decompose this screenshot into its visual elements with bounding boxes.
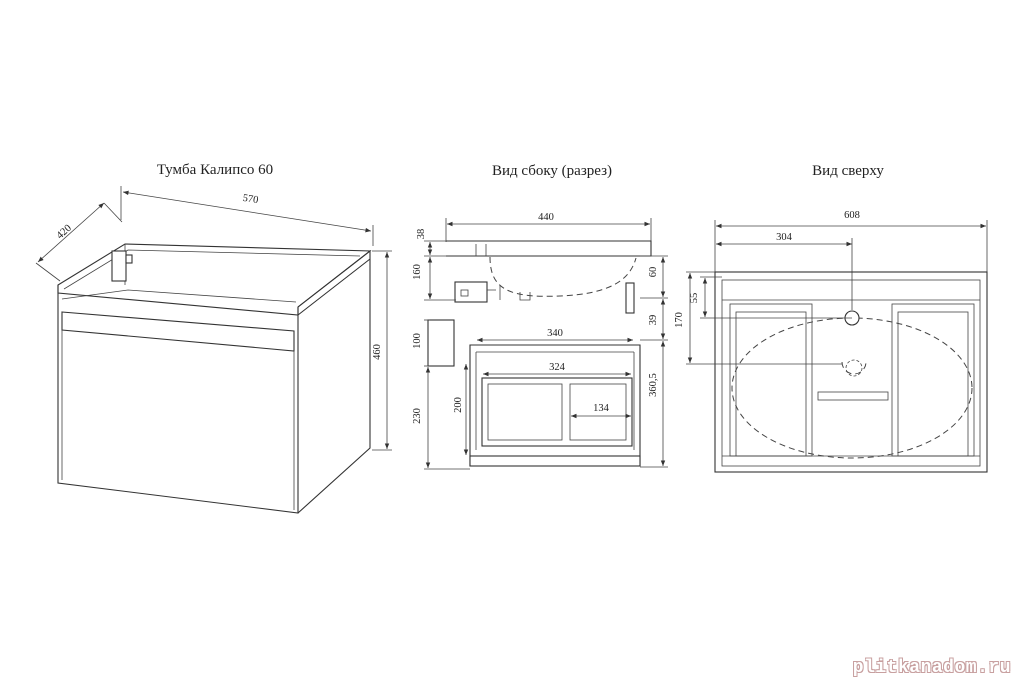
dim-side-230: 230 <box>412 408 423 424</box>
top-countertop <box>714 271 988 473</box>
dim-side-160: 160 <box>412 264 423 280</box>
iso-view: Тумба Калипсо 60 570 420 460 <box>35 162 392 514</box>
iso-side-panel <box>297 249 371 514</box>
dim-side-360-5: 360,5 <box>648 373 659 397</box>
top-view: Вид сверху 608 304 55 <box>674 163 988 473</box>
side-view-title: Вид сбоку (разрез) <box>492 163 612 179</box>
dim-iso-depth: 420 <box>55 223 74 242</box>
dim-top-170: 170 <box>674 312 685 328</box>
dim-top-55: 55 <box>689 293 700 304</box>
dim-side-100: 100 <box>412 333 423 349</box>
dim-side-134: 134 <box>593 403 610 414</box>
dim-side-324: 324 <box>549 362 566 373</box>
side-wall-block <box>427 319 455 367</box>
top-right-frame <box>891 303 975 457</box>
side-countertop <box>446 240 652 257</box>
side-view: Вид сбоку (разрез) 440 340 324 134 <box>412 163 668 470</box>
top-basin-outline <box>731 317 973 459</box>
top-left-frame <box>729 303 813 457</box>
dim-side-340: 340 <box>547 328 563 339</box>
watermark: plitkanadom.ru <box>852 658 1011 678</box>
dim-side-38: 38 <box>416 229 427 240</box>
dim-side-60: 60 <box>648 267 659 278</box>
side-wall-bracket <box>454 281 488 303</box>
iso-top-rim <box>57 258 371 316</box>
dim-iso-height: 460 <box>372 344 383 360</box>
iso-drawer-front <box>61 311 295 352</box>
dim-side-200: 200 <box>453 397 464 413</box>
iso-cabinet-outline <box>57 243 372 514</box>
dim-top-width: 608 <box>844 210 860 221</box>
side-plinth <box>469 455 641 467</box>
iso-view-title: Тумба Калипсо 60 <box>157 162 273 178</box>
top-drain <box>841 361 867 375</box>
top-view-title: Вид сверху <box>812 163 884 179</box>
dim-side-39: 39 <box>648 315 659 326</box>
iso-siphon-box <box>111 250 127 282</box>
dim-side-depth: 440 <box>538 212 554 223</box>
side-drawer <box>481 377 633 447</box>
dim-iso-width: 570 <box>242 193 259 206</box>
iso-inner-rim <box>61 249 361 303</box>
dim-top-304: 304 <box>776 232 793 243</box>
side-basin-outline <box>489 256 637 297</box>
